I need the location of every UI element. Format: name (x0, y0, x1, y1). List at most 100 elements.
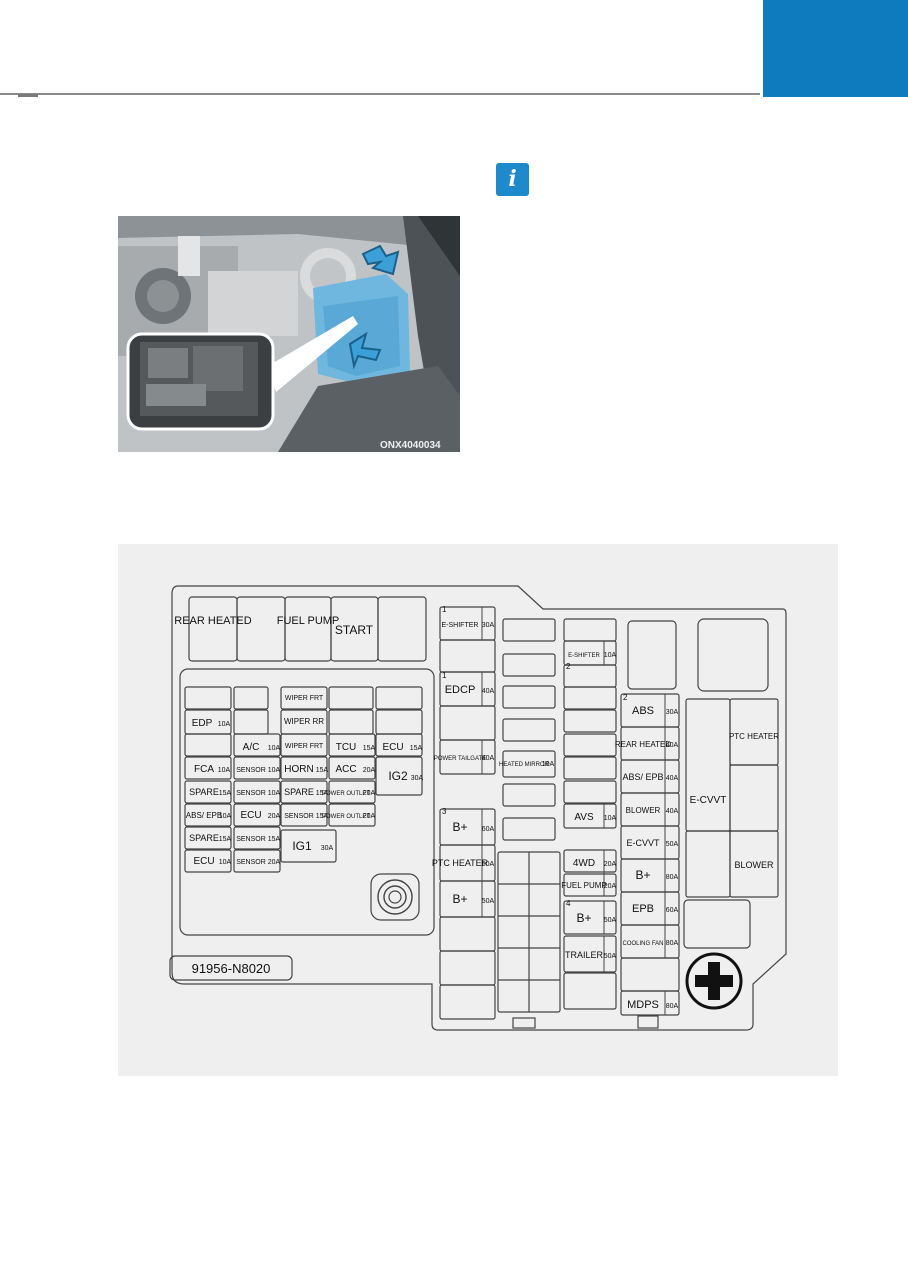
header-rule (0, 93, 760, 95)
fuse-e-shifter-30a: E-SHIFTER (442, 622, 479, 629)
fuse-fca: FCA (194, 764, 214, 775)
fuse-wiper-frt: WIPER FRT (285, 695, 324, 702)
fuse-ecu-2-amp: 20A (268, 813, 281, 820)
fuse-cooling-fan-amp: 80A (666, 940, 679, 947)
fuse-e-shifter-10a: E-SHIFTER (568, 653, 600, 659)
header-dash (18, 94, 38, 97)
fuse-fuel-pump: FUEL PUMP (561, 881, 607, 890)
fuse-edcp-amp: 40A (482, 688, 495, 695)
relay-blower: BLOWER (734, 860, 774, 870)
fuse-power-outlet-2-amp: 20A (363, 813, 376, 820)
fuse-ecu-3-amp: 10A (219, 859, 232, 866)
fuse-e-cvvt-50a-amp: 50A (666, 841, 679, 848)
fuse-tcu-amp: 15A (363, 745, 376, 752)
fuse-edp-amp: 10A (218, 721, 231, 728)
fuse-sensor-2: SENSOR (236, 790, 266, 797)
marker-2: 2 (566, 662, 571, 671)
fuse-e-shifter-10a-amp: 10A (604, 652, 617, 659)
fuse-e-shifter-30a-amp: 30A (482, 622, 495, 629)
fuse-ac-amp: 10A (268, 745, 281, 752)
fuse-ig1: IG1 (292, 839, 312, 853)
fuse-spare-1-amp: 15A (219, 790, 232, 797)
fuse-spare-1: SPARE (189, 787, 219, 797)
info-icon: i (496, 163, 529, 196)
marker-4: 4 (566, 899, 571, 908)
marker-1: 1 (442, 605, 447, 614)
fuse-abs-30a: ABS (632, 705, 654, 717)
fuse-avs: AVS (574, 812, 594, 823)
fuse-acc-amp: 20A (363, 767, 376, 774)
fuse-sensor-4: SENSOR (236, 836, 266, 843)
fuse-edp: EDP (192, 718, 213, 729)
fuse-abs-epb-amp: 10A (219, 813, 232, 820)
fuse-sensor-2-amp: 10A (268, 790, 281, 797)
fuse-spare-2-amp: 15A (316, 790, 329, 797)
fuse-mdps: MDPS (627, 999, 659, 1011)
fuse-4wd-amp: 20A (604, 861, 617, 868)
ground-symbol-icon (685, 952, 743, 1010)
fuse-sensor-1: SENSOR (236, 767, 266, 774)
fuse-rear-heated: REAR HEATED (615, 740, 672, 749)
chapter-tab (763, 0, 908, 97)
fuse-edcp: EDCP (445, 684, 476, 696)
fuse-spare-2: SPARE (284, 787, 314, 797)
fuse-wiper-frt-2: WIPER FRT (285, 743, 324, 750)
fuse-b-plus-50a-right-amp: 50A (604, 917, 617, 924)
fuse-b-plus-60a: B+ (452, 820, 467, 834)
fuse-sensor-3: SENSOR (284, 813, 314, 820)
fuse-power-outlet-1: POWER OUTLET (322, 791, 370, 797)
fuse-rear-heated-amp: 40A (666, 742, 679, 749)
fuse-b-plus-50a: B+ (452, 892, 467, 906)
fuse-ig2: IG2 (388, 769, 408, 783)
fuse-abs-epb-40a: ABS/ EPB (622, 772, 663, 782)
fuse-fuel-pump-amp: 20A (604, 883, 617, 890)
fuse-ecu-1-amp: 15A (410, 745, 423, 752)
fuse-4wd: 4WD (573, 858, 595, 869)
fuse-b-plus-60a-amp: 60A (482, 826, 495, 833)
fuse-abs-epb: ABS/ EPB (186, 811, 222, 820)
marker-1b: 1 (442, 671, 447, 680)
fuse-ecu-2: ECU (240, 810, 261, 821)
fuse-b-plus-50a-right: B+ (576, 911, 591, 925)
fuse-spare-3-amp: 15A (219, 836, 232, 843)
fuse-epb-60a-amp: 60A (666, 907, 679, 914)
fuse-sensor-5-amp: 20A (268, 859, 281, 866)
fuse-tcu: TCU (336, 742, 357, 753)
fuse-horn: HORN (284, 764, 313, 775)
fuse-b-plus-80a-amp: 80A (666, 874, 679, 881)
fuse-box-diagram: REAR HEATED FUEL PUMP START WIPER FRT WI… (118, 544, 838, 1076)
fuse-spare-3: SPARE (189, 833, 219, 843)
relay-fuel-pump: FUEL PUMP (277, 615, 340, 627)
fuse-sensor-3-amp: 15A (316, 813, 329, 820)
fuse-ecu-1: ECU (382, 742, 403, 753)
photo-watermark: ONX4040034 (380, 440, 441, 451)
fuse-horn-amp: 15A (316, 767, 329, 774)
fuse-abs-30a-amp: 30A (666, 709, 679, 716)
fuse-ac: A/C (243, 742, 260, 753)
fuse-epb-60a: EPB (632, 903, 654, 915)
relay-start: START (335, 623, 374, 637)
fuse-ptc-heater-50a: PTC HEATER (432, 858, 489, 868)
info-glyph: i (508, 166, 517, 192)
fuse-blower-40a-amp: 40A (666, 808, 679, 815)
fuse-b-plus-80a: B+ (635, 868, 650, 882)
engine-bay-photo: ONX4040034 (118, 216, 460, 452)
fuse-fca-amp: 10A (218, 767, 231, 774)
fuse-ig1-amp: 30A (321, 845, 334, 852)
marker-3: 3 (442, 807, 447, 816)
fuse-sensor-4-amp: 15A (268, 836, 281, 843)
fuse-sensor-5: SENSOR (236, 859, 266, 866)
fuse-power-tailgate: POWER TAILGATE (434, 756, 486, 762)
fuse-abs-epb-40a-amp: 40A (666, 775, 679, 782)
part-number: 91956-N8020 (192, 961, 271, 976)
fuse-ig2-amp: 30A (411, 775, 424, 782)
fuse-e-cvvt-50a: E-CVVT (626, 838, 660, 848)
fuse-power-outlet-1-amp: 20A (363, 790, 376, 797)
fuse-trailer: TRAILER (565, 950, 604, 960)
fuse-blower-40a: BLOWER (626, 806, 661, 815)
fuse-wiper-rr: WIPER RR (284, 717, 324, 726)
fuse-acc: ACC (335, 764, 356, 775)
fuse-ptc-heater-50a-amp: 50A (482, 861, 495, 868)
relay-rear-heated-line1: REAR HEATED (174, 615, 251, 627)
fuse-heated-mirror: HEATED MIRROR (499, 762, 550, 768)
